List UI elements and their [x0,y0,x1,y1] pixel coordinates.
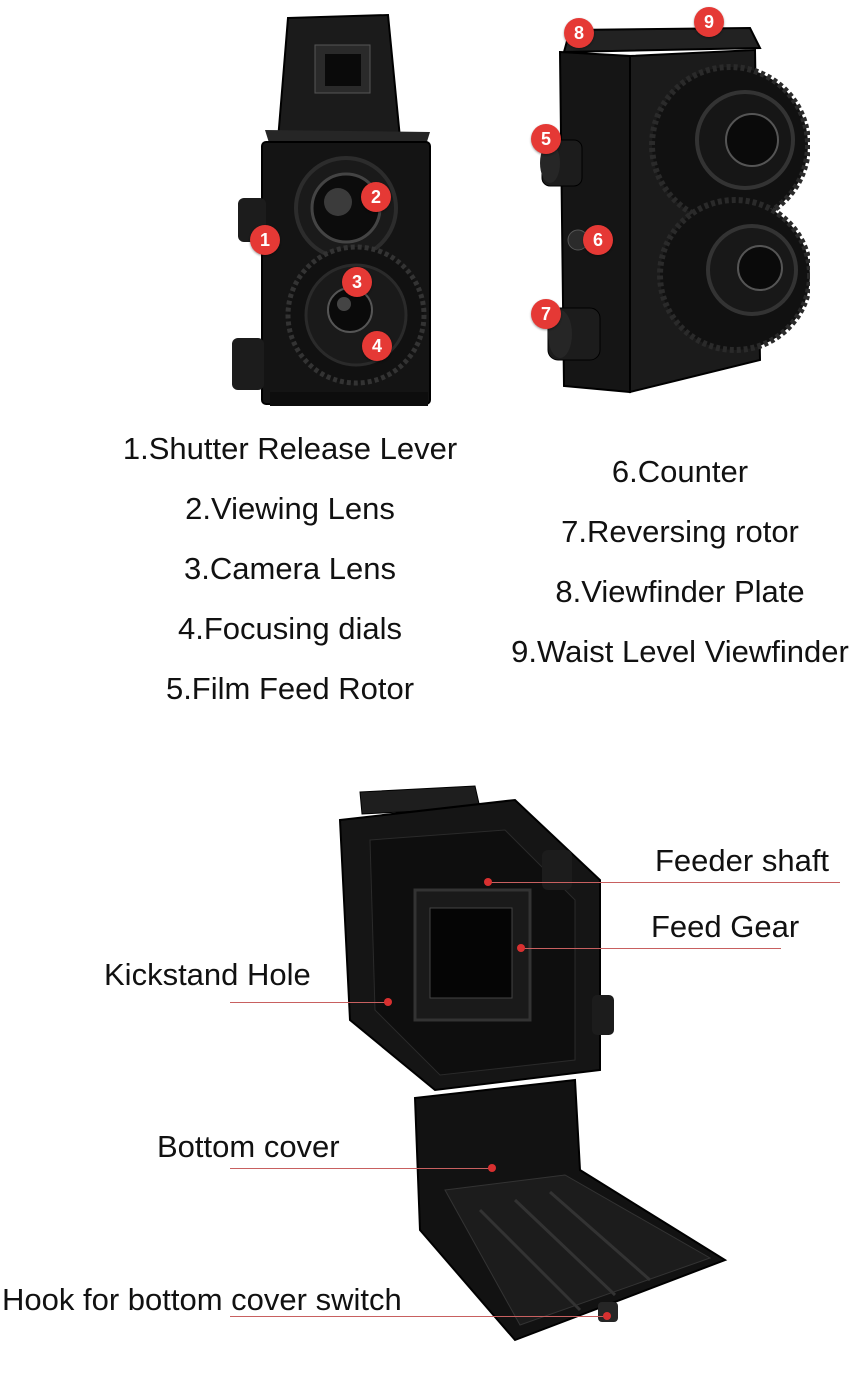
feeder-shaft-dot [484,878,492,886]
badge-film-feed-rotor: 5 [531,124,561,154]
badge-waist-level-viewfinder: 9 [694,7,724,37]
legend-item-2: 2.Viewing Lens [185,491,395,526]
legend-item-4: 4.Focusing dials [177,611,402,646]
bottom-cover-leader [230,1168,492,1169]
callout-feeder-shaft: Feeder shaft [655,843,830,878]
badge-focusing-dials: 4 [362,331,392,361]
badge-viewing-lens: 2 [361,182,391,212]
bottom-cover-dot [488,1164,496,1172]
legend-item-7: 7.Reversing rotor [561,514,799,549]
open-camera-drawing [338,785,728,1342]
callout-bottom-cover: Bottom cover [157,1129,340,1164]
legend-item-5: 5.Film Feed Rotor [165,671,415,706]
legend-item-6: 6.Counter [611,454,749,489]
feed-gear-dot [517,944,525,952]
front-camera-image [210,10,440,410]
badge-counter: 6 [583,225,613,255]
kickstand-hole-leader [230,1002,388,1003]
feeder-shaft-leader [488,882,840,883]
badge-viewfinder-plate: 8 [564,18,594,48]
front-camera-drawing [232,13,431,406]
legend-item-8: 8.Viewfinder Plate [555,574,805,609]
side-camera-drawing [540,26,810,394]
legend-item-9: 9.Waist Level Viewfinder [511,634,849,669]
legend-item-1: 1.Shutter Release Lever [122,431,458,466]
badge-reversing-rotor: 7 [531,299,561,329]
hook-dot [603,1312,611,1320]
open-camera-image [330,780,740,1350]
badge-camera-lens: 3 [342,267,372,297]
legend-item-3: 3.Camera Lens [184,551,396,586]
feed-gear-leader [521,948,781,949]
hook-leader [230,1316,608,1317]
callout-feed-gear: Feed Gear [651,909,800,944]
badge-shutter-release-lever: 1 [250,225,280,255]
callout-hook: Hook for bottom cover switch [2,1282,402,1317]
kickstand-hole-dot [384,998,392,1006]
callout-kickstand-hole: Kickstand Hole [104,957,311,992]
side-camera-image [520,0,810,400]
